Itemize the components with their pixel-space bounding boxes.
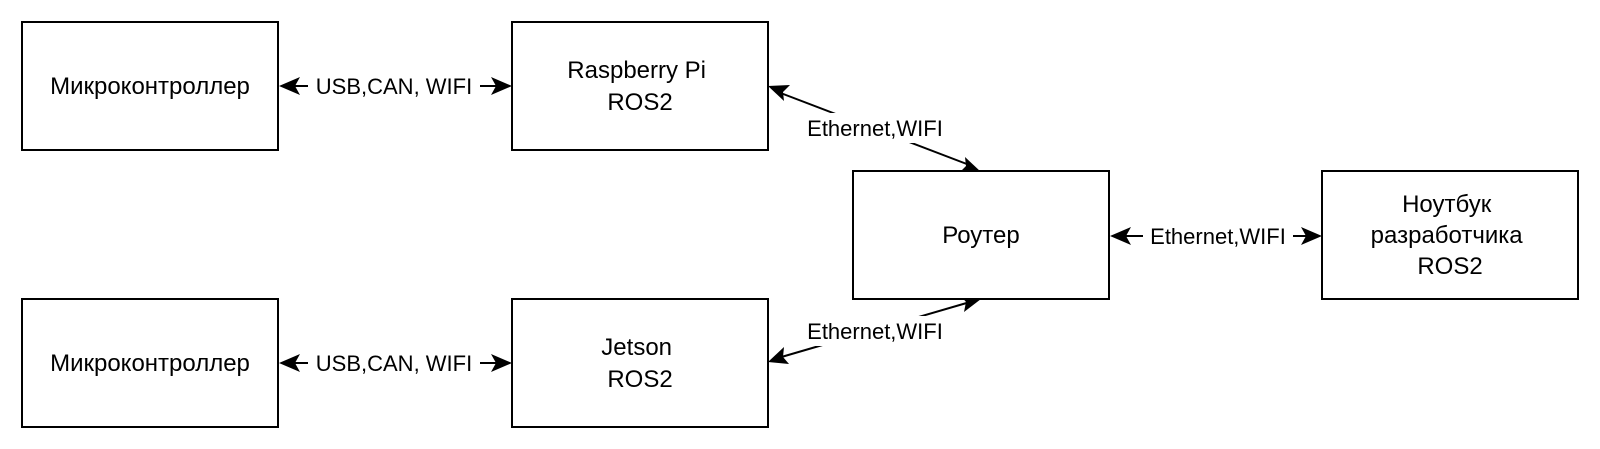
node-microcontroller-bottom: Микроконтроллер bbox=[21, 298, 279, 428]
arrowhead-left bbox=[279, 354, 300, 372]
node-label: Микроконтроллер bbox=[50, 73, 250, 100]
node-label: Raspberry Pi ROS2 bbox=[567, 57, 712, 116]
node-label: Роутер bbox=[942, 222, 1019, 249]
edge-raspberry-router: Ethernet,WIFI bbox=[768, 85, 981, 173]
arrowhead-raspberry bbox=[768, 85, 790, 101]
node-router: Роутер bbox=[852, 170, 1110, 300]
arrowhead-right bbox=[1301, 227, 1322, 245]
node-label: Микроконтроллер bbox=[50, 350, 250, 377]
edge-mcu-top-raspberry: USB,CAN, WIFI bbox=[279, 71, 512, 101]
arrowhead-right bbox=[491, 77, 512, 95]
edge-router-laptop: Ethernet,WIFI bbox=[1110, 221, 1322, 251]
edge-label: Ethernet,WIFI bbox=[807, 116, 943, 141]
edge-label: USB,CAN, WIFI bbox=[316, 74, 472, 99]
arrowhead-jetson bbox=[768, 347, 789, 364]
edge-label: Ethernet,WIFI bbox=[807, 319, 943, 344]
arrowhead-left bbox=[279, 77, 300, 95]
node-jetson: Jetson ROS2 bbox=[511, 298, 769, 428]
arrowhead-router bbox=[959, 157, 981, 173]
arrowhead-left bbox=[1110, 227, 1131, 245]
arrowhead-right bbox=[491, 354, 512, 372]
node-label: Jetson ROS2 bbox=[601, 334, 678, 393]
edge-mcu-bottom-jetson: USB,CAN, WIFI bbox=[279, 348, 512, 378]
node-developer-laptop: Ноутбук разработчика ROS2 bbox=[1321, 170, 1579, 300]
node-raspberry-pi: Raspberry Pi ROS2 bbox=[511, 21, 769, 151]
edge-label: USB,CAN, WIFI bbox=[316, 351, 472, 376]
edge-jetson-router: Ethernet,WIFI bbox=[768, 295, 981, 364]
node-label: Ноутбук разработчика ROS2 bbox=[1371, 191, 1530, 280]
edge-label: Ethernet,WIFI bbox=[1150, 224, 1286, 249]
node-microcontroller-top: Микроконтроллер bbox=[21, 21, 279, 151]
